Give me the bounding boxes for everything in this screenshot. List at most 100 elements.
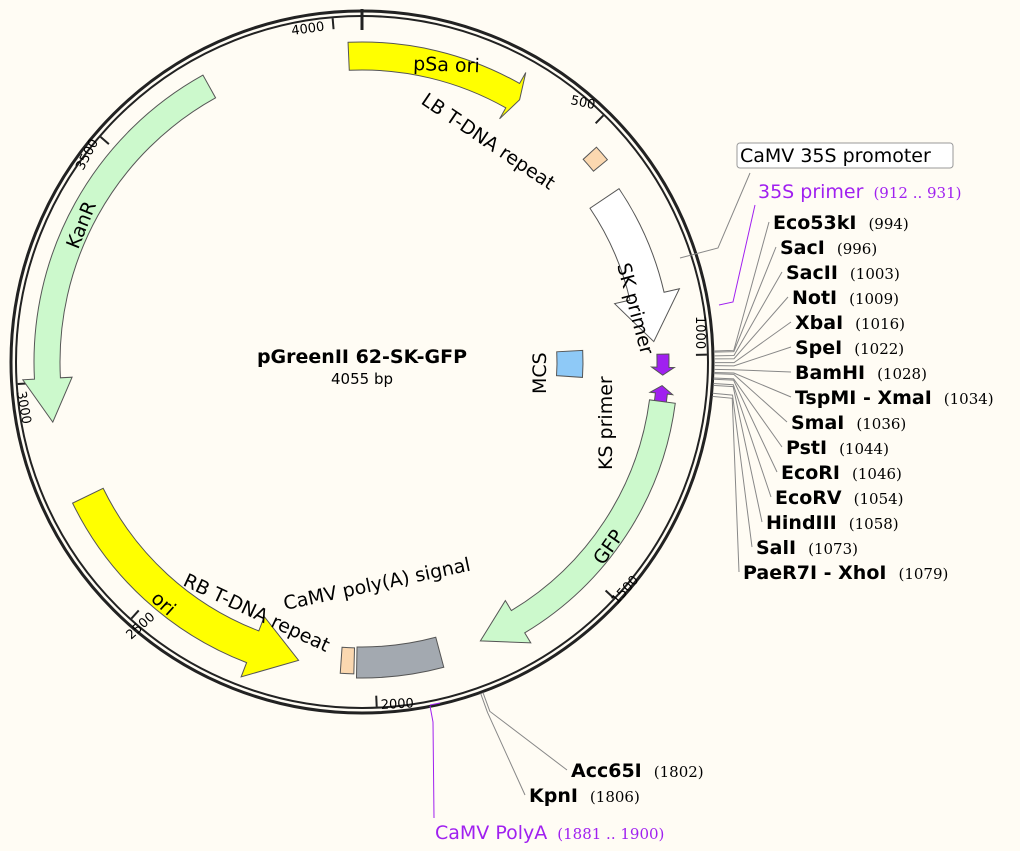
features [21,41,681,679]
enzyme-leader-line [713,321,792,364]
tick-mark [604,589,615,599]
primer-camv-polya: CaMV PolyA(1881 .. 1900) [435,822,664,844]
enzyme-name: SalI [756,537,796,559]
feature-label-mcs: MCS [529,352,551,394]
enzyme-site[interactable]: PaeR7I - XhoI (1079) [743,562,948,584]
feature-gfp[interactable] [479,399,676,644]
enzyme-site[interactable]: Acc65I (1802) [571,760,704,782]
enzyme-site[interactable]: Eco53kI (994) [773,212,909,234]
tick-mark [99,136,110,145]
enzyme-name: KpnI [529,785,578,807]
primer-polya-mark [429,702,441,706]
enzyme-leader-line [713,377,783,448]
enzyme-site[interactable]: XbaI (1016) [795,312,905,334]
plasmid-backbone [9,9,715,715]
enzyme-leader-line [480,693,526,796]
enzyme-site[interactable]: NotI (1009) [792,287,899,309]
plasmid-length: 4055 bp [331,370,393,388]
enzyme-site[interactable]: EcoRV (1054) [775,487,904,509]
enzyme-labels: Eco53kI (994) SacI (996) SacII(1003) NotI (100… [529,212,994,807]
enzyme-position: (1009) [849,290,899,308]
promoter-leader-line [679,172,751,259]
enzyme-position: (1044) [839,440,889,458]
enzyme-site[interactable]: SalI (1073) [756,537,858,559]
enzyme-position: (1806) [590,788,640,806]
feature-kanr[interactable] [21,74,217,424]
enzyme-site[interactable]: SmaI (1036) [791,412,906,434]
enzyme-site[interactable]: HindIII(1058) [766,512,899,534]
enzyme-name: BamHI [795,362,865,384]
tick-label-500: 500 [569,93,596,113]
feature-lb-t-dna-repeat[interactable] [582,146,609,172]
enzyme-name: NotI [792,287,837,309]
enzyme-site[interactable]: TspMI - XmaI (1034) [795,387,994,409]
enzyme-site[interactable]: BamHI (1028) [795,362,927,384]
tick-mark [130,609,140,620]
enzyme-site[interactable]: SacI (996) [780,237,877,259]
enzyme-name: SacI [780,237,825,259]
enzyme-name: PaeR7I - XhoI [743,562,886,584]
enzyme-leader-line [482,692,568,771]
primer-35s: 35S primer(912 .. 931) [758,181,961,203]
enzyme-name: EcoRI [781,462,840,484]
feature-camv-polya-signal[interactable] [355,636,445,679]
enzyme-position: (1054) [854,490,904,508]
enzyme-position: (1022) [854,340,904,358]
feature-label-psa-ori: pSa ori [413,53,480,77]
enzyme-site[interactable]: KpnI (1806) [529,785,640,807]
enzyme-position: (1034) [944,390,994,408]
enzyme-leader-line [713,384,763,523]
enzyme-position: (1058) [849,515,899,533]
enzyme-leader-line [713,271,783,357]
enzyme-position: (1079) [898,565,948,583]
enzyme-leader-line [713,382,772,498]
feature-label-polya-signal: CaMV poly(A) signal [281,554,472,615]
enzyme-name: TspMI - XmaI [795,387,932,409]
feature-mcs[interactable] [555,349,584,378]
enzyme-position: (1036) [856,415,906,433]
enzyme-leader-line [713,221,770,352]
enzyme-position: (1016) [855,315,905,333]
enzyme-position: (1073) [808,540,858,558]
primer-polya-leader-line [429,705,435,819]
primer-35s-leader-line [718,204,756,306]
enzyme-name: XbaI [795,312,843,334]
enzyme-site[interactable]: SacII(1003) [786,262,900,284]
enzyme-site[interactable]: PstI (1044) [786,437,889,459]
enzyme-leader-line [713,346,792,367]
feature-psa-ori[interactable] [347,41,527,120]
feature-rb-t-dna-repeat[interactable] [339,646,356,675]
feature-label-ks-primer: KS primer [595,376,617,470]
tick-label-2000: 2000 [380,696,414,713]
plasmid-name: pGreenII 62-SK-GFP [257,346,467,368]
enzyme-position: (994) [868,215,908,233]
enzyme-leader-line [713,368,792,373]
feature-label-lb: LB T-DNA repeat [417,89,559,195]
leader-lines [429,172,792,819]
enzyme-name: SmaI [791,412,844,434]
enzyme-leader-line [713,378,778,473]
enzyme-name: EcoRV [775,487,842,509]
enzyme-name: SpeI [795,337,842,359]
enzyme-leader-line [713,373,788,423]
enzyme-name: Acc65I [571,760,642,782]
feature-label-promoter-box: CaMV 35S promoter [736,142,954,169]
tick-mark [594,114,605,125]
enzyme-site[interactable]: SpeI (1022) [795,337,904,359]
tick-mark [331,18,335,30]
enzyme-name: PstI [786,437,827,459]
enzyme-position: (1028) [877,365,927,383]
enzyme-leader-line [712,392,753,548]
enzyme-site[interactable]: EcoRI(1046) [781,462,902,484]
feature-sk-primer[interactable] [649,353,676,376]
enzyme-leader-line [713,296,789,360]
feature-camv-35s-promoter[interactable] [589,187,681,343]
enzyme-position: (1802) [654,763,704,781]
enzyme-name: SacII [786,262,838,284]
enzyme-leader-line [712,395,740,573]
enzyme-name: Eco53kI [773,212,856,234]
enzyme-position: (996) [837,240,877,258]
enzyme-leader-line [713,371,792,398]
feature-ori[interactable] [71,487,300,678]
